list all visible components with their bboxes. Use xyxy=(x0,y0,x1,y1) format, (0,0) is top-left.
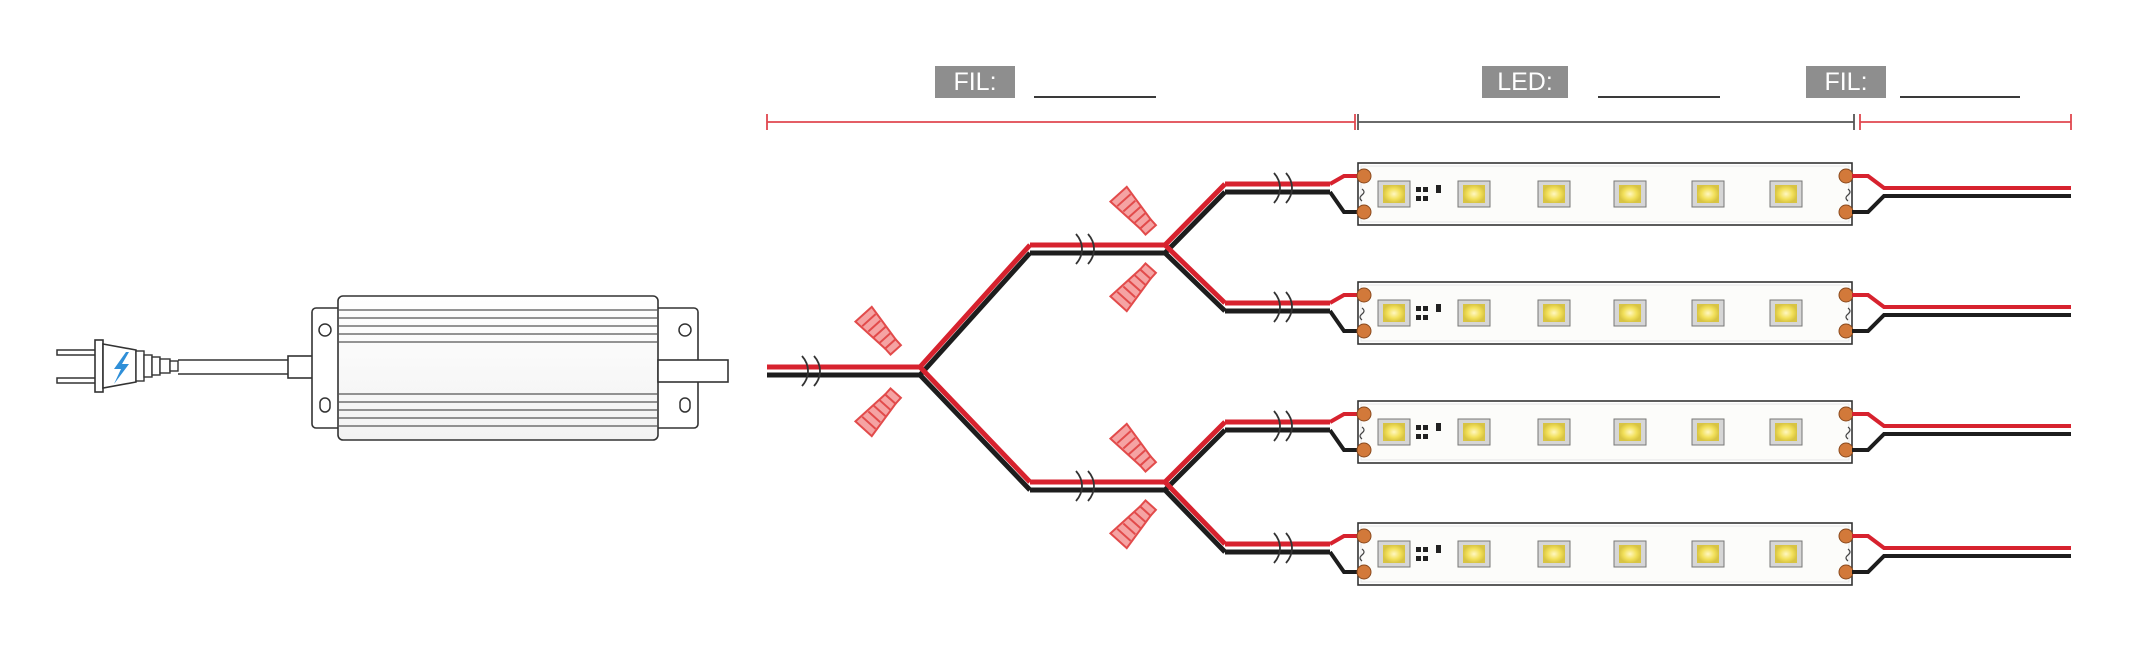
wire-nut-connector-icon xyxy=(854,384,905,438)
wire-length-blank-left xyxy=(1034,96,1156,98)
main-wire-pair xyxy=(767,355,920,387)
branch-upper xyxy=(918,233,1165,377)
dimension-line-wire-left xyxy=(766,114,1356,130)
led-length-blank xyxy=(1598,96,1720,98)
wire-break-icon xyxy=(1075,233,1095,265)
wire-nut-connector-icon xyxy=(1109,185,1160,239)
wire-break-icon xyxy=(801,355,821,387)
wire-length-blank-right xyxy=(1900,96,2020,98)
dimension-line-wire-right xyxy=(1859,114,2072,130)
wire-break-icon xyxy=(1273,410,1293,442)
power-plug-icon xyxy=(56,339,179,393)
branch-lower xyxy=(918,365,1165,502)
lightning-bolt-icon xyxy=(114,352,129,384)
wire-break-icon xyxy=(1273,172,1293,204)
wire-nut-connector-icon xyxy=(854,305,905,359)
wire-break-icon xyxy=(1075,470,1095,502)
led-strip-icon xyxy=(1356,522,1854,586)
led-strip-icon xyxy=(1356,400,1854,464)
wire-length-label-left: FIL: xyxy=(935,66,1015,98)
wire-nut-connector-icon xyxy=(1109,496,1160,550)
dimension-line-led xyxy=(1357,114,1855,130)
output-lead-4 xyxy=(1852,534,2071,574)
feed-strip-1 xyxy=(1163,172,1360,255)
feed-strip-2 xyxy=(1163,243,1360,333)
output-lead-3 xyxy=(1852,412,2071,452)
power-supply-icon xyxy=(311,295,729,441)
output-lead-2 xyxy=(1852,293,2071,333)
wire-length-label-right: FIL: xyxy=(1806,66,1886,98)
led-strip-icon xyxy=(1356,162,1854,226)
led-strip-icon xyxy=(1356,281,1854,345)
wire-break-icon xyxy=(1273,291,1293,323)
wire-break-icon xyxy=(1273,532,1293,564)
feed-strip-4 xyxy=(1163,480,1360,574)
output-lead-1 xyxy=(1852,174,2071,214)
wire-nut-connector-icon xyxy=(1109,422,1160,476)
power-cord xyxy=(178,355,331,379)
feed-strip-3 xyxy=(1163,410,1360,492)
wire-nut-connector-icon xyxy=(1109,259,1160,313)
led-length-label: LED: xyxy=(1482,66,1568,98)
